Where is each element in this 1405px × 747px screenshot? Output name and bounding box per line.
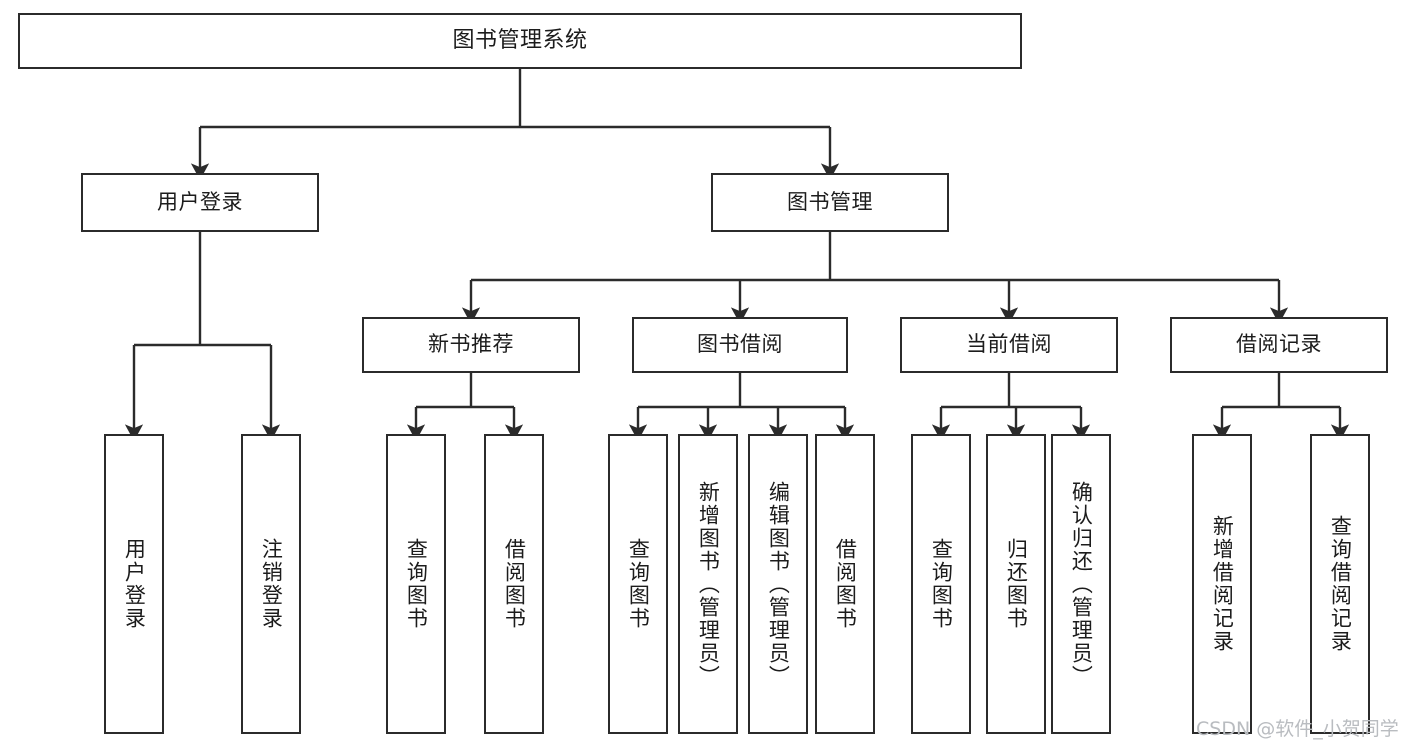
node-leaf_add_rec[interactable]: 新增借阅记录 [1192,434,1252,734]
node-leaf_query_1[interactable]: 查询图书 [386,434,446,734]
node-leaf_add_book[interactable]: 新增图书（管理员） [678,434,738,734]
node-label: 借阅记录 [1236,332,1322,357]
node-label: 查询借阅记录 [1328,515,1353,653]
node-label: 借阅图书 [833,538,858,630]
node-leaf_query_rec[interactable]: 查询借阅记录 [1310,434,1370,734]
node-label: 查询图书 [404,538,429,630]
node-label: 新书推荐 [428,332,514,357]
node-label: 图书管理系统 [452,27,588,53]
node-leaf_confirm[interactable]: 确认归还（管理员） [1051,434,1111,734]
node-label: 查询图书 [626,538,651,630]
node-book_manage[interactable]: 图书管理 [711,173,949,232]
node-label: 确认归还（管理员） [1069,480,1094,688]
node-leaf_query_3[interactable]: 查询图书 [911,434,971,734]
node-leaf_user_login[interactable]: 用户登录 [104,434,164,734]
node-label: 归还图书 [1004,538,1029,630]
node-root[interactable]: 图书管理系统 [18,13,1022,69]
node-label: 当前借阅 [966,332,1052,357]
node-new_book_rec[interactable]: 新书推荐 [362,317,580,373]
node-label: 注销登录 [259,538,284,630]
node-label: 用户登录 [157,189,243,214]
node-leaf_borrow_2[interactable]: 借阅图书 [815,434,875,734]
node-leaf_return[interactable]: 归还图书 [986,434,1046,734]
node-book_borrow[interactable]: 图书借阅 [632,317,848,373]
node-label: 查询图书 [929,538,954,630]
node-label: 图书借阅 [697,332,783,357]
node-user_login[interactable]: 用户登录 [81,173,319,232]
node-label: 图书管理 [787,189,873,214]
node-leaf_edit_book[interactable]: 编辑图书（管理员） [748,434,808,734]
node-label: 新增借阅记录 [1210,515,1235,653]
node-leaf_logout[interactable]: 注销登录 [241,434,301,734]
node-leaf_query_2[interactable]: 查询图书 [608,434,668,734]
node-label: 借阅图书 [502,538,527,630]
node-label: 新增图书（管理员） [696,480,721,688]
node-label: 编辑图书（管理员） [766,480,791,688]
watermark-text: CSDN @软件_小贺同学 [1196,718,1399,740]
node-borrow_record[interactable]: 借阅记录 [1170,317,1388,373]
node-leaf_borrow_1[interactable]: 借阅图书 [484,434,544,734]
node-label: 用户登录 [122,538,147,630]
node-current_borrow[interactable]: 当前借阅 [900,317,1118,373]
